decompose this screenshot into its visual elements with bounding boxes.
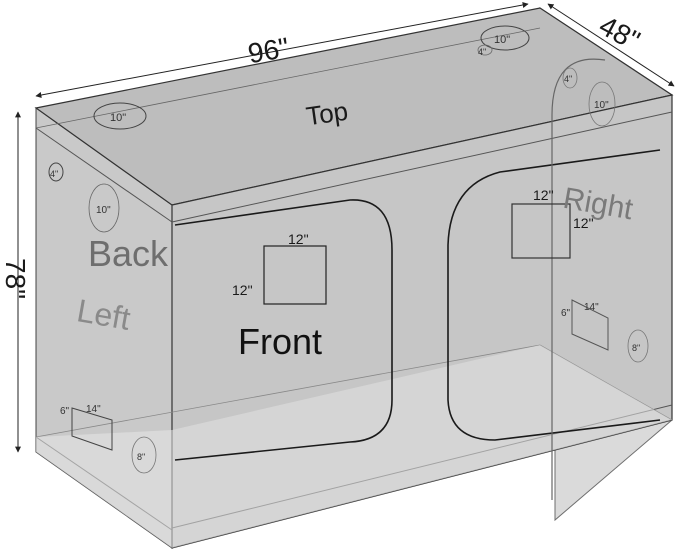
right-window-height-label: 12" (573, 215, 594, 231)
left-flap-height-label: 6" (60, 406, 70, 417)
left-vent-label: 10" (96, 205, 111, 216)
right-flap-height-label: 6" (561, 308, 571, 319)
height-dimension-label: 78" (0, 258, 31, 299)
front-window-height-label: 12" (232, 282, 253, 298)
right-small-port-label: 4" (564, 74, 572, 84)
right-low-vent-label: 8" (632, 343, 640, 353)
left-flap-width-label: 14" (86, 404, 101, 415)
right-window-width-label: 12" (533, 187, 554, 203)
left-vent-icon (88, 183, 120, 233)
front-window (263, 245, 327, 305)
top-label: Top (304, 96, 350, 132)
right-window (511, 203, 571, 259)
top-small-port-label: 4" (478, 47, 486, 57)
front-door-right (447, 149, 661, 441)
top-right-vent-label: 10" (494, 34, 510, 46)
front-door-left (174, 199, 393, 461)
right-flap-window (571, 299, 609, 351)
left-low-vent-icon (131, 436, 157, 474)
floor-tray (172, 345, 672, 548)
width-dimension-line (35, 2, 529, 98)
top-left-vent-label: 10" (110, 112, 126, 124)
width-dimension-label: 96" (246, 32, 292, 70)
front-window-width-label: 12" (288, 231, 309, 247)
right-low-vent-icon (627, 329, 649, 363)
left-low-vent-label: 8" (137, 452, 145, 462)
front-label: Front (238, 321, 322, 362)
top-left-vent-icon (93, 102, 147, 130)
right-vent-label: 10" (594, 100, 609, 111)
left-small-port-icon (48, 162, 64, 182)
left-small-port-label: 4" (50, 169, 58, 179)
depth-dimension-line (547, 3, 675, 87)
left-flap-window (71, 407, 113, 451)
right-flap-width-label: 14" (584, 302, 599, 313)
back-label: Back (88, 233, 169, 274)
frame-line (171, 111, 673, 223)
frame-line (35, 127, 173, 223)
frame-line (35, 344, 541, 438)
floor-tray-left (36, 430, 172, 548)
